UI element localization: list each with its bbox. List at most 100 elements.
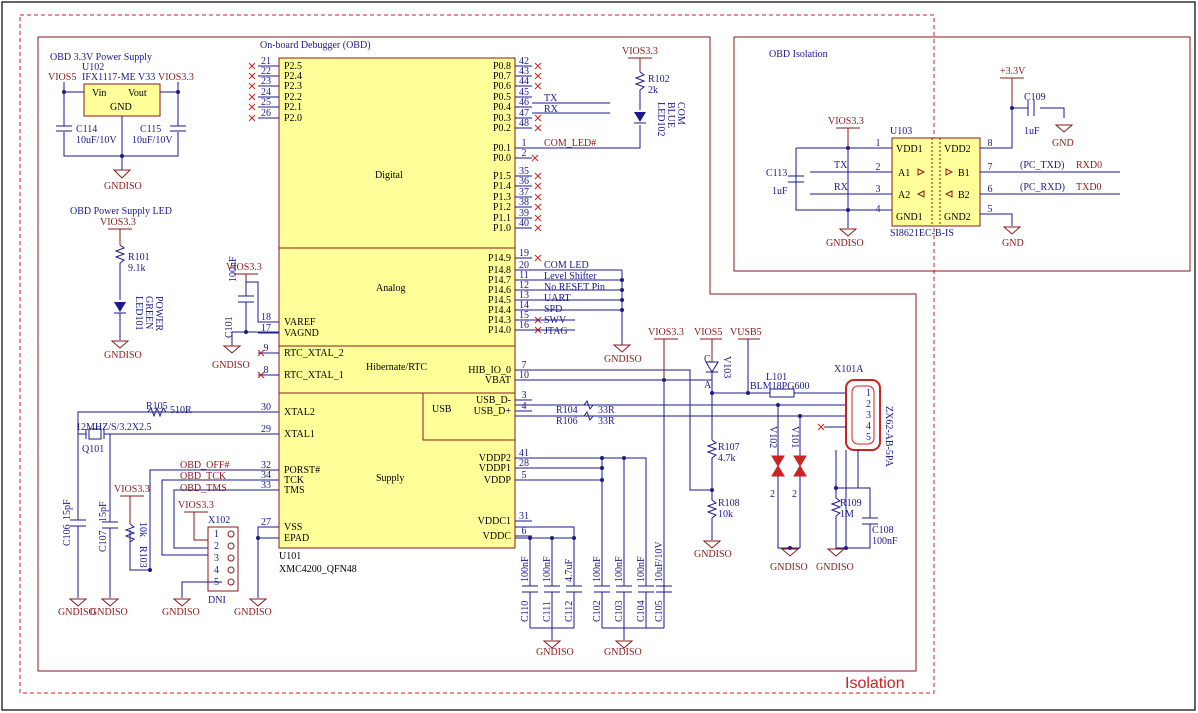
block-usb: USB <box>432 404 452 415</box>
u101-pin-name: XTAL2 <box>284 407 315 418</box>
u101-pin-name: P1.3 <box>493 192 511 203</box>
u101-pin-num: 42 <box>519 56 529 67</box>
isolation-region <box>19 14 935 694</box>
r107-value: 4.7k <box>718 453 736 464</box>
net-rx: RX <box>544 104 559 115</box>
u101-pin-name: P0.3 <box>493 113 511 124</box>
c114-value: 10uF/10V <box>76 135 117 146</box>
svg-text:GNDISO: GNDISO <box>234 607 272 618</box>
x102-pin-num: 1 <box>214 529 219 540</box>
x101a-pin-num: 2 <box>866 399 871 410</box>
net-obd-tms: OBD_TMS <box>180 483 227 494</box>
u101-pin-num: 45 <box>519 87 529 98</box>
u101-pin-name: P1.0 <box>493 223 511 234</box>
net-obd-tck: OBD_TCK <box>180 471 227 482</box>
gndiso-caps-2: GNDISO <box>604 640 642 658</box>
r101-value: 9.1k <box>128 263 146 274</box>
c101-ref: C101 <box>224 316 235 338</box>
u103-b2: B2 <box>958 190 970 201</box>
net-tx: TX <box>544 93 558 104</box>
gndiso-x101a: GNDISO <box>816 548 854 573</box>
obd-box <box>37 36 917 672</box>
v101-symbol <box>793 455 807 477</box>
u101-pin-num: 24 <box>261 87 271 98</box>
u103-part: SI8621EC-B-IS <box>890 228 954 239</box>
u101-pin-name: P1.4 <box>493 181 511 192</box>
u101-part: XMC4200_QFN48 <box>279 564 357 575</box>
svg-text:GND: GND <box>1052 138 1074 149</box>
r101-ref: R101 <box>128 252 150 263</box>
u101-pin-num: 43 <box>519 66 529 77</box>
v102-ref: V102 <box>767 426 778 448</box>
led101-color: GREEN <box>143 296 154 329</box>
u101-pin-name: RTC_XTAL_2 <box>284 348 344 359</box>
vios33-x102: VIOS3.3 <box>178 500 214 511</box>
x101a-ref: X101A <box>834 364 864 375</box>
capacitor-ref: C102 <box>592 600 603 622</box>
gndiso-vss: GNDISO <box>234 598 272 618</box>
net-rxd0: RXD0 <box>1076 160 1102 171</box>
gnd-u103: GND <box>1002 226 1024 249</box>
x101a-pin-num: 3 <box>866 410 871 421</box>
l101-value: BLM18PG600 <box>750 381 809 392</box>
u101-pin-name: XTAL1 <box>284 429 315 440</box>
u101-pin-num: 44 <box>519 76 529 87</box>
u101-pin-num: 30 <box>261 402 271 413</box>
u101-pin-name: VDDC <box>483 531 512 542</box>
u103-rx: RX <box>834 182 849 193</box>
u101-pin-num: 39 <box>519 208 529 219</box>
isolation-label: Isolation <box>845 675 905 692</box>
gndiso-r108: GNDISO <box>694 540 732 560</box>
capacitor-value: 100nF <box>520 556 531 582</box>
c108-ref: C108 <box>872 525 894 536</box>
svg-text:GNDISO: GNDISO <box>90 607 128 618</box>
u103-vdd1: VDD1 <box>896 144 923 155</box>
gndiso-u103: GNDISO <box>826 228 864 249</box>
r106-ref: R106 <box>556 416 578 427</box>
v103-ref: V103 <box>721 356 732 378</box>
u101-pin-num: 20 <box>519 260 529 271</box>
capacitor-value: 100nF <box>636 556 647 582</box>
u101-pin-name: VAGND <box>284 328 319 339</box>
u103-vdd2: VDD2 <box>944 144 971 155</box>
u101-pin-num: 34 <box>261 470 271 481</box>
u103-b1: B1 <box>958 168 970 179</box>
u101-pin-num: 22 <box>261 66 271 77</box>
bottom-capacitors: 100nFC110100nFC1114.7uFC112100nFC102100n… <box>520 541 672 628</box>
vios5-v103: VIOS5 <box>694 327 722 338</box>
q101-symbol <box>88 428 102 440</box>
gnd-c109: GND <box>1052 124 1074 149</box>
c115-ref: C115 <box>140 124 161 135</box>
u101-pin-num: 31 <box>519 511 529 522</box>
led102-symbol <box>634 112 646 122</box>
u103-tx: TX <box>834 160 848 171</box>
u101-pin-name: P0.8 <box>493 61 511 72</box>
u101-pin-num: 17 <box>261 323 271 334</box>
u101-pin-num: 27 <box>261 517 271 528</box>
u101-pin-num: 2 <box>522 148 527 159</box>
u101-pin-name: P14.6 <box>488 285 511 296</box>
block-hibernate: Hibernate/RTC <box>366 362 427 373</box>
power-led-title: OBD Power Supply LED <box>70 206 172 217</box>
r104-value: 33R <box>598 405 615 416</box>
u101-pin-name: P14.7 <box>488 275 511 286</box>
svg-text:GND: GND <box>1002 238 1024 249</box>
svg-text:GNDISO: GNDISO <box>694 549 732 560</box>
r106-value: 33R <box>598 416 615 427</box>
c113-value: 1uF <box>772 186 788 197</box>
gndiso-c107: GNDISO <box>90 598 128 618</box>
u101-chip: Digital Analog Hibernate/RTC USB Supply … <box>278 57 516 575</box>
svg-text:GNDISO: GNDISO <box>604 647 642 658</box>
x102-pin-num: 2 <box>214 541 219 552</box>
x101a-part: ZX62-AB-5PA <box>883 406 894 468</box>
u101-pin-num: 19 <box>519 248 529 259</box>
obd-isolation-title: OBD Isolation <box>769 49 828 60</box>
p33-u103: +3.3V <box>1000 66 1026 77</box>
gndiso-led101: GNDISO <box>104 340 142 361</box>
gndiso-tvs: GNDISO <box>770 548 808 573</box>
u101-pin-name: P0.7 <box>493 71 511 82</box>
u101-pin-num: 29 <box>261 424 271 435</box>
